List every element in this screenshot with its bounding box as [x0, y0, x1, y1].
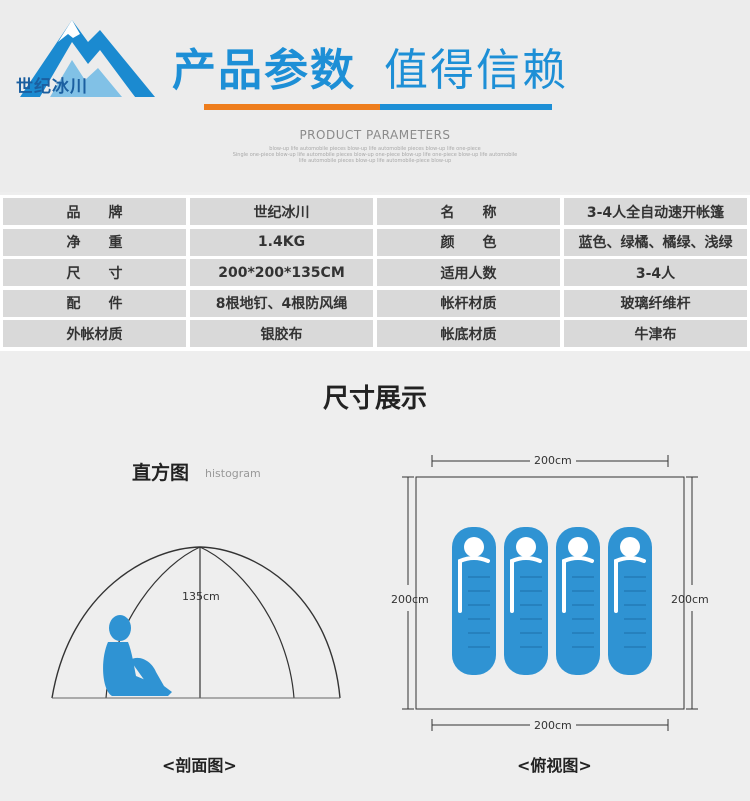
- top-width-label: 200cm: [534, 454, 572, 467]
- spec-value-cell: 3-4人全自动速开帐篷: [564, 198, 747, 225]
- tent-inner-arc: [199, 546, 295, 699]
- fine-print-line: blow-up life automobile pieces blow-up l…: [269, 146, 481, 152]
- bottom-width-label: 200cm: [534, 719, 572, 732]
- tent-cross-section-diagram: [51, 546, 341, 699]
- fine-print-line: life automobile pieces blow-up life auto…: [298, 158, 452, 164]
- spec-value-cell: 1.4KG: [190, 228, 373, 256]
- dimension-section-title: 尺寸展示: [322, 384, 427, 414]
- blue-accent-bar: [380, 104, 552, 110]
- product-parameters-heading: PRODUCT PARAMETERS: [299, 128, 451, 142]
- spec-value-cell: 银胶布: [190, 320, 373, 347]
- sleeping-bag-icon: [452, 527, 496, 675]
- spec-label-cell: 帐杆材质: [377, 289, 560, 317]
- spec-label-cell: 帐底材质: [377, 320, 560, 347]
- tent-footprint-outline: [415, 476, 685, 710]
- right-depth-label: 200cm: [671, 593, 709, 606]
- spec-label-cell: 颜 色: [377, 228, 560, 256]
- histogram-subtitle: histogram: [205, 467, 261, 480]
- sitting-person-icon: [103, 615, 172, 696]
- brand-logo-text: 世纪冰川: [16, 77, 88, 97]
- sleeping-bags-group: [452, 527, 652, 675]
- spec-label-cell: 外帐材质: [3, 320, 186, 347]
- mountain-logo-icon: [20, 20, 155, 97]
- spec-label-cell: 配 件: [3, 289, 186, 317]
- spec-label-cell: 尺 寸: [3, 259, 186, 286]
- page-subtitle: 值得信赖: [384, 45, 568, 96]
- spec-value-cell: 3-4人: [564, 259, 747, 286]
- fine-print-line: Single one-piece blow-up life automobile…: [232, 152, 518, 158]
- sleeping-bag-icon: [556, 527, 600, 675]
- spec-value-cell: 8根地钉、4根防风绳: [190, 289, 373, 317]
- spec-value-cell: 牛津布: [564, 320, 747, 347]
- top-view-caption: <俯视图>: [517, 756, 592, 775]
- sleeping-bag-icon: [504, 527, 548, 675]
- spec-label-cell: 适用人数: [377, 259, 560, 286]
- tent-outer-arc: [51, 546, 341, 699]
- sleeping-bag-icon: [608, 527, 652, 675]
- height-dimension-label: 135cm: [182, 590, 220, 603]
- left-depth-label: 200cm: [391, 593, 429, 606]
- orange-accent-bar: [204, 104, 380, 110]
- cross-section-caption: <剖面图>: [162, 756, 237, 775]
- spec-label-cell: 名 称: [377, 198, 560, 225]
- spec-label-cell: 净 重: [3, 228, 186, 256]
- page-title: 产品参数: [172, 45, 356, 96]
- tent-top-view-diagram: [402, 455, 698, 731]
- spec-value-cell: 200*200*135CM: [190, 259, 373, 286]
- spec-value-cell: 蓝色、绿橘、橘绿、浅绿: [564, 228, 747, 256]
- histogram-title: 直方图: [132, 462, 190, 484]
- spec-label-cell: 品 牌: [3, 198, 186, 225]
- spec-value-cell: 玻璃纤维杆: [564, 289, 747, 317]
- spec-value-cell: 世纪冰川: [190, 198, 373, 225]
